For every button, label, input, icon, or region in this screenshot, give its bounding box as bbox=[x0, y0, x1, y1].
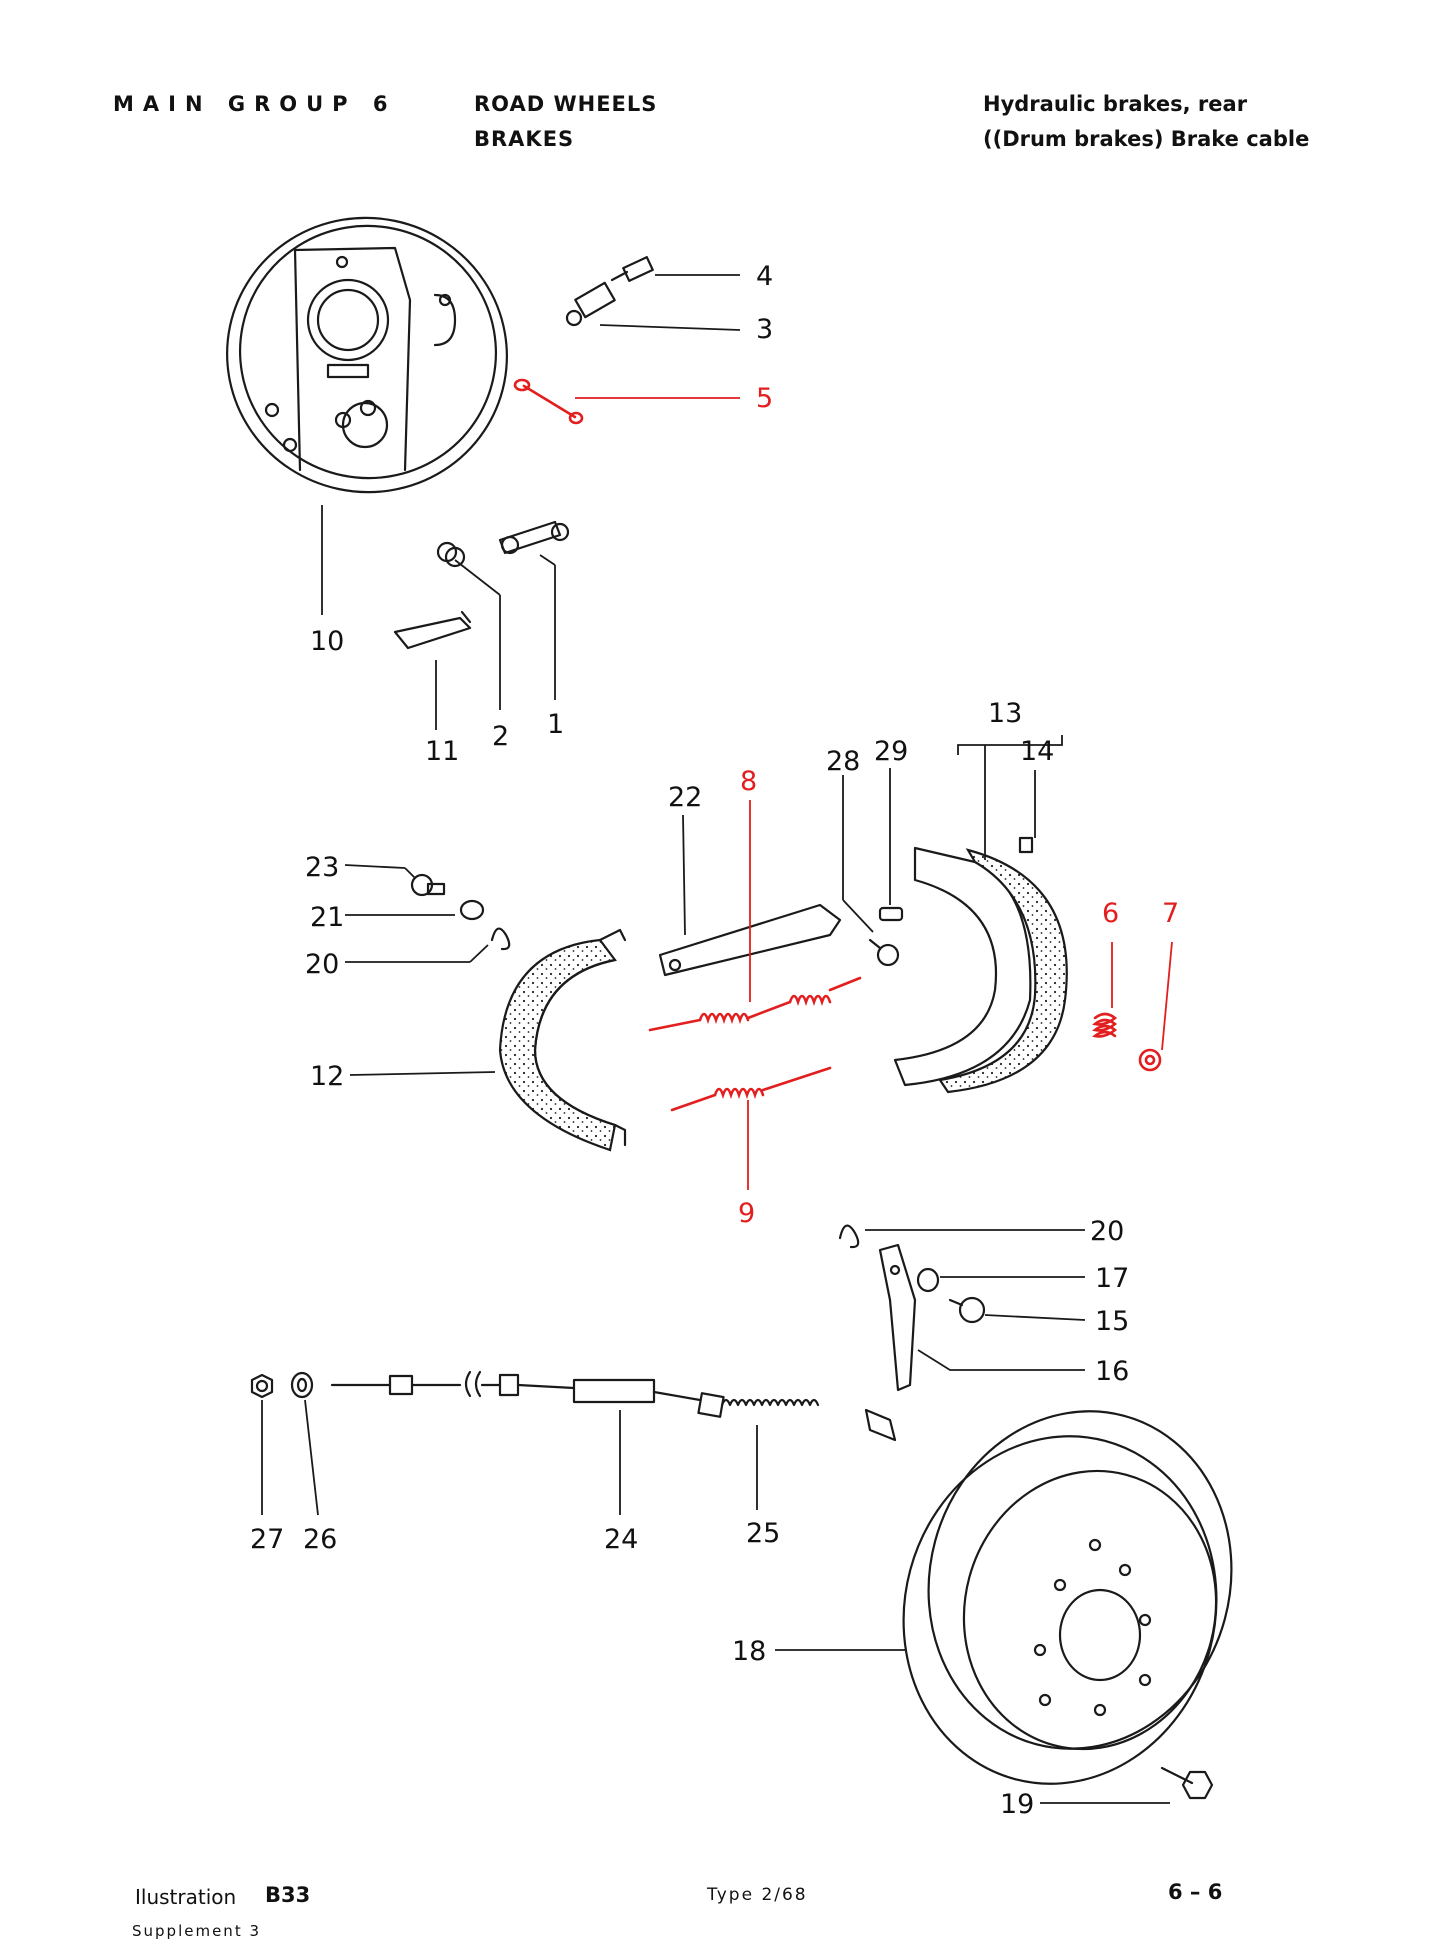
callout-5: 5 bbox=[756, 383, 773, 414]
page-number: 6 – 6 bbox=[1168, 1880, 1223, 1904]
adjuster-screw bbox=[868, 938, 900, 967]
callout-15: 15 bbox=[1095, 1306, 1129, 1337]
callout-25: 25 bbox=[746, 1518, 780, 1549]
wheel-bolt bbox=[1160, 1766, 1214, 1800]
backing-plate bbox=[226, 216, 508, 494]
callout-3: 3 bbox=[756, 314, 773, 345]
callout-20a: 20 bbox=[305, 949, 339, 980]
lever-clip bbox=[393, 610, 472, 650]
callout-10: 10 bbox=[310, 626, 344, 657]
brake-shoe-right bbox=[893, 846, 1068, 1094]
callout-24: 24 bbox=[604, 1524, 638, 1555]
supplement-label: Supplement 3 bbox=[132, 1922, 262, 1940]
description-line-2: ((Drum brakes) Brake cable bbox=[983, 127, 1310, 151]
callout-7: 7 bbox=[1162, 898, 1179, 929]
link bbox=[498, 520, 570, 555]
callout-13: 13 bbox=[988, 698, 1022, 729]
illustration-label: Ilustration bbox=[135, 1885, 237, 1909]
main-group-title: MAIN GROUP 6 bbox=[113, 92, 397, 116]
callout-21: 21 bbox=[310, 902, 344, 933]
callout-14: 14 bbox=[1020, 736, 1054, 767]
callout-28: 28 bbox=[826, 746, 860, 777]
section-title-brakes: BRAKES bbox=[474, 127, 575, 151]
callout-27: 27 bbox=[250, 1524, 284, 1555]
callout-2: 2 bbox=[492, 721, 509, 752]
pin bbox=[410, 873, 446, 897]
bolt-15 bbox=[948, 1296, 986, 1324]
callout-12: 12 bbox=[310, 1061, 344, 1092]
callout-6: 6 bbox=[1102, 898, 1119, 929]
callout-23: 23 bbox=[305, 852, 339, 883]
washer-lower bbox=[916, 1267, 940, 1293]
callout-1: 1 bbox=[547, 709, 564, 740]
adjuster-wheel bbox=[565, 281, 616, 327]
clip-lower bbox=[838, 1224, 860, 1249]
description-line-1: Hydraulic brakes, rear bbox=[983, 92, 1248, 116]
callout-11: 11 bbox=[425, 736, 459, 767]
brake-shoe-left bbox=[498, 928, 627, 1152]
callout-labels: 4 3 5 10 11 2 1 13 14 28 29 22 8 23 21 2… bbox=[250, 261, 1179, 1820]
rivet bbox=[1018, 836, 1034, 854]
lower-return-spring bbox=[670, 1066, 832, 1112]
nut bbox=[436, 541, 466, 568]
lever-16 bbox=[878, 1243, 917, 1392]
callout-8: 8 bbox=[740, 766, 757, 797]
brake-cable bbox=[330, 1370, 897, 1442]
upper-return-spring bbox=[648, 976, 862, 1032]
push-bar bbox=[658, 903, 842, 977]
washer bbox=[459, 899, 485, 921]
cup-7 bbox=[1138, 1048, 1162, 1072]
callout-16: 16 bbox=[1095, 1356, 1129, 1387]
callout-17: 17 bbox=[1095, 1263, 1129, 1294]
callout-4: 4 bbox=[756, 261, 773, 292]
callout-18: 18 bbox=[732, 1636, 766, 1667]
callout-9: 9 bbox=[738, 1198, 755, 1229]
section-title-road-wheels: ROAD WHEELS bbox=[474, 92, 658, 116]
callout-26: 26 bbox=[303, 1524, 337, 1555]
illustration-code: B33 bbox=[265, 1883, 311, 1907]
callout-22: 22 bbox=[668, 782, 702, 813]
brake-drum bbox=[902, 1410, 1233, 1785]
callout-29: 29 bbox=[874, 736, 908, 767]
washer-26 bbox=[290, 1371, 314, 1399]
retaining-pin bbox=[513, 378, 584, 425]
type-label: Type 2/68 bbox=[707, 1885, 808, 1905]
bleeder-screw bbox=[610, 256, 654, 282]
callout-20b: 20 bbox=[1090, 1216, 1124, 1247]
leader-lines bbox=[261, 274, 1173, 1804]
clip bbox=[490, 927, 511, 951]
callout-19: 19 bbox=[1000, 1789, 1034, 1820]
spring-6 bbox=[1092, 1012, 1118, 1038]
adjuster-nut bbox=[878, 906, 904, 922]
hex-nut bbox=[250, 1373, 274, 1399]
